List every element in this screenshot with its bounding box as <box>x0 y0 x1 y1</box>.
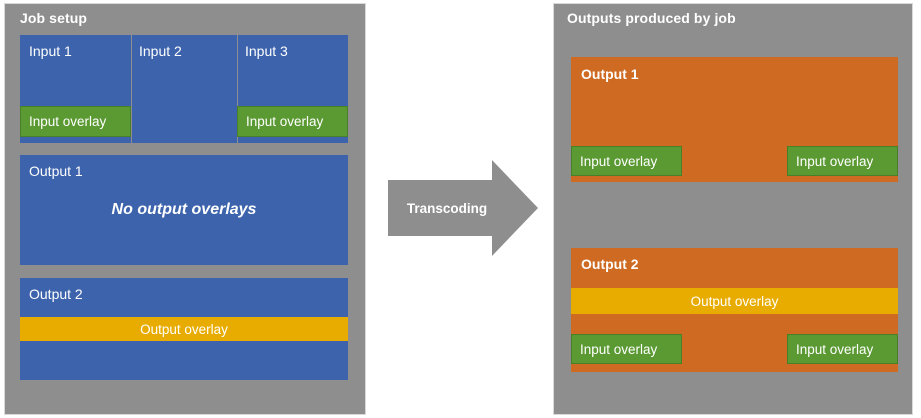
setup-output-2-label: Output 2 <box>29 286 83 302</box>
outputs-panel-title: Outputs produced by job <box>567 10 736 26</box>
produced-output-1-input-overlay-left: Input overlay <box>571 146 682 176</box>
input-2-label: Input 2 <box>139 43 182 59</box>
input-divider-1 <box>131 35 132 143</box>
input-1-label: Input 1 <box>29 43 72 59</box>
job-setup-panel-title: Job setup <box>20 10 88 26</box>
input-1-overlay: Input overlay <box>20 106 131 137</box>
transcoding-arrow: Transcoding <box>388 160 538 256</box>
produced-output-2-label: Output 2 <box>581 256 639 272</box>
setup-output-1-label: Output 1 <box>29 163 83 179</box>
setup-output-1-note: No output overlays <box>111 201 257 218</box>
produced-output-2-input-overlay-left: Input overlay <box>571 334 682 364</box>
input-divider-2 <box>237 35 238 143</box>
produced-output-2-output-overlay: Output overlay <box>571 288 898 314</box>
setup-output-2-overlay: Output overlay <box>20 317 348 341</box>
produced-output-1-input-overlay-right: Input overlay <box>787 146 898 176</box>
input-3-label: Input 3 <box>245 43 288 59</box>
produced-output-1-label: Output 1 <box>581 66 639 82</box>
produced-output-2-input-overlay-right: Input overlay <box>787 334 898 364</box>
input-3-overlay: Input overlay <box>237 106 348 137</box>
setup-output-1-box <box>20 155 348 265</box>
